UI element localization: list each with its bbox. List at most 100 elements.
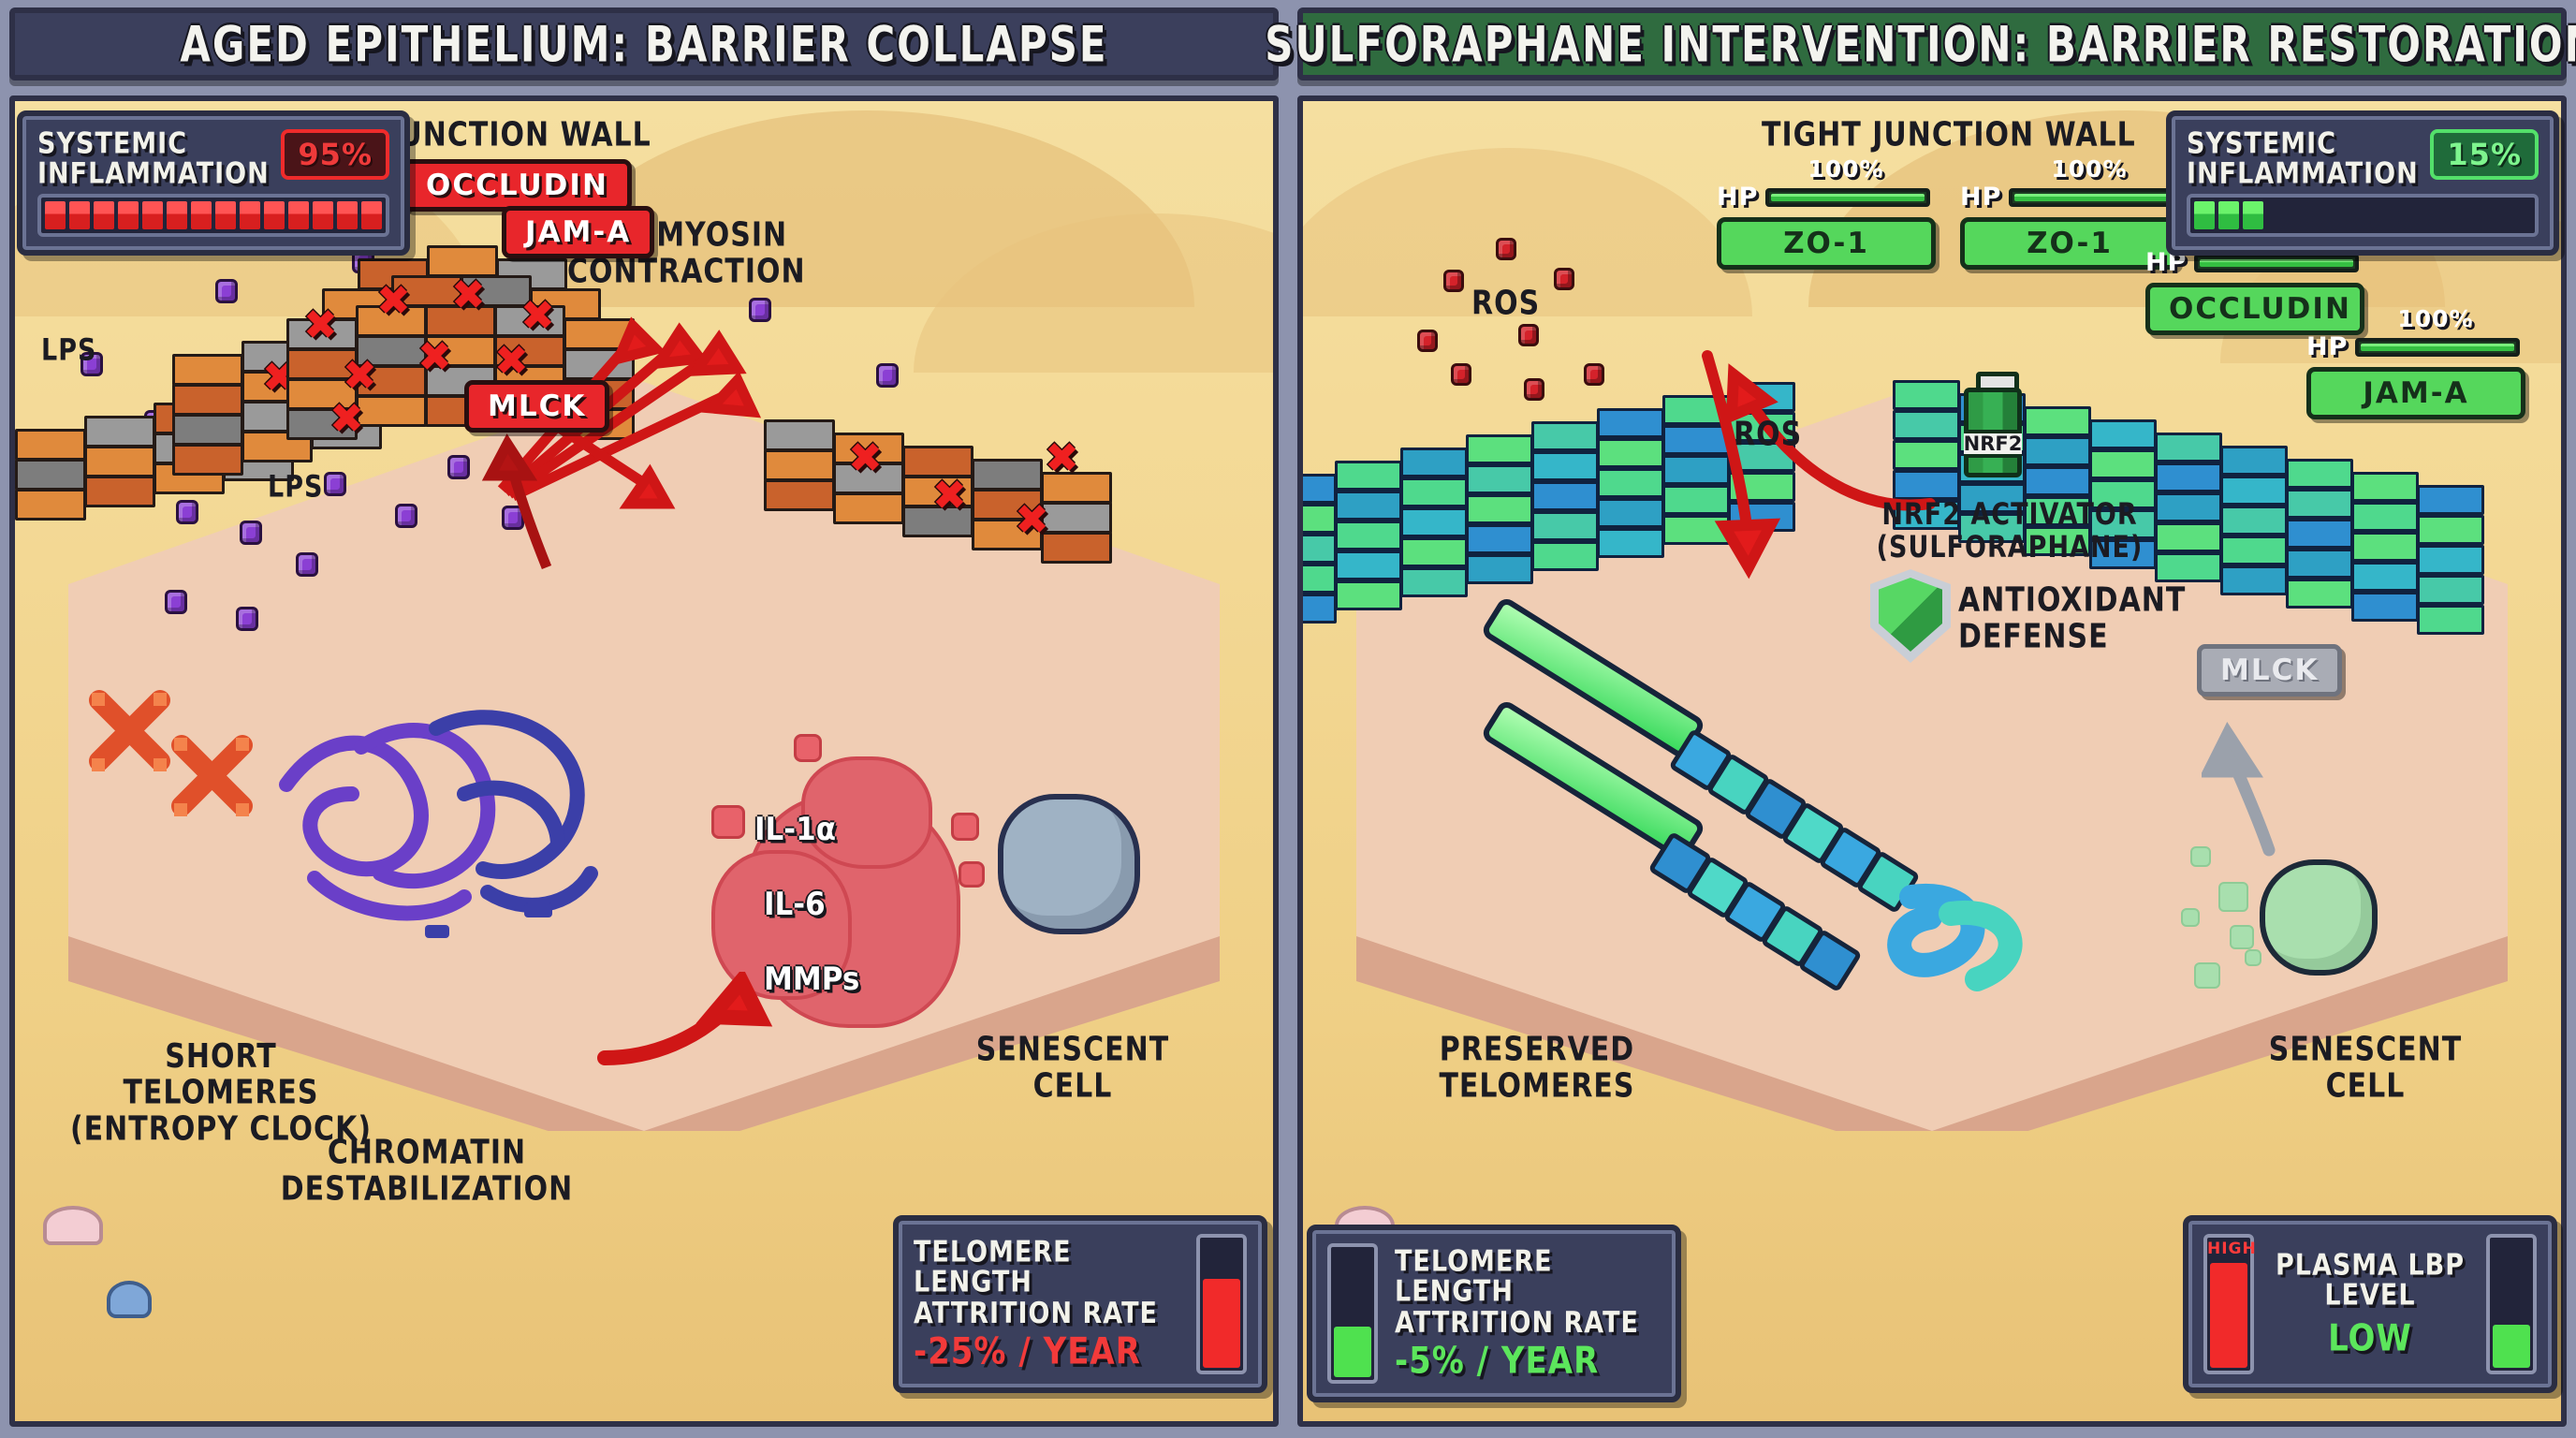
sasp-cytokine-cloud bbox=[801, 756, 932, 869]
sasp-particle bbox=[951, 813, 979, 841]
label-senescent-cell: SENESCENT CELL bbox=[2268, 1030, 2463, 1107]
ros-particle bbox=[1518, 324, 1539, 346]
lps-particle bbox=[176, 500, 198, 524]
damage-x-icon: ✖ bbox=[1045, 434, 1079, 482]
green-spore bbox=[2181, 908, 2200, 927]
hud-title: SYSTEMIC INFLAMMATION bbox=[2187, 126, 2419, 191]
hud-value: LOW bbox=[2328, 1317, 2412, 1361]
hp-group-zo1-right: 100% HP ZO-1 bbox=[1960, 155, 2179, 270]
green-spore bbox=[2230, 925, 2254, 949]
lps-particle bbox=[447, 455, 470, 479]
hud-systemic-inflammation-left[interactable]: SYSTEMIC INFLAMMATION 95% bbox=[17, 110, 410, 256]
ros-particle bbox=[1584, 363, 1604, 386]
label-lps-bottom: LPS bbox=[268, 470, 324, 505]
shell-decor-icon bbox=[107, 1281, 152, 1318]
telomere-gauge bbox=[1196, 1234, 1247, 1374]
label-lps-top: LPS bbox=[41, 333, 97, 368]
hud-telomere-attrition-left[interactable]: TELOMERE LENGTH ATTRITION RATE -25% / YE… bbox=[893, 1215, 1267, 1393]
hp-percent: 100% bbox=[2051, 155, 2128, 183]
protein-tag-zo1[interactable]: ZO-1 bbox=[1717, 217, 1936, 270]
sasp-cytokine-cloud bbox=[711, 850, 852, 1000]
brick-wall-right: ✖ ✖ ✖ ✖ bbox=[764, 382, 1213, 625]
lps-particle bbox=[80, 352, 103, 376]
protein-tag-jama[interactable]: JAM-A bbox=[502, 206, 655, 258]
hud-plasma-lbp[interactable]: HIGH PLASMA LBP LEVEL LOW bbox=[2183, 1215, 2557, 1393]
inflammation-meter-track bbox=[2187, 193, 2539, 237]
hp-percent: 100% bbox=[1808, 155, 1884, 183]
left-panel-titlebar: AGED EPITHELIUM: BARRIER COLLAPSE bbox=[9, 7, 1279, 81]
green-spore bbox=[2245, 949, 2261, 966]
damage-x-icon: ✖ bbox=[329, 395, 364, 443]
ros-particle bbox=[1496, 238, 1516, 260]
ros-particle bbox=[1417, 330, 1438, 352]
lps-particle bbox=[240, 521, 262, 545]
protein-tag-occludin[interactable]: OCCLUDIN bbox=[2145, 283, 2364, 335]
lps-particle bbox=[236, 607, 258, 631]
protein-tag-jama[interactable]: JAM-A bbox=[2306, 367, 2525, 419]
lps-particle bbox=[876, 363, 899, 388]
lps-particle bbox=[749, 298, 771, 322]
green-spore bbox=[2218, 882, 2248, 912]
protein-tag-mlck-inactive[interactable]: MLCK bbox=[2197, 644, 2343, 697]
inflammation-meter-track bbox=[37, 193, 389, 237]
right-panel-titlebar: SULFORAPHANE INTERVENTION: BARRIER RESTO… bbox=[1265, 7, 2576, 81]
lps-particle bbox=[296, 552, 318, 577]
label-antioxidant-defense: ANTIOXIDANT DEFENSE bbox=[1958, 580, 2187, 657]
nrf2-vial-icon: NRF2 bbox=[1964, 372, 2022, 477]
label-preserved-telomeres: PRESERVED TELOMERES bbox=[1439, 1030, 1635, 1107]
lps-particle bbox=[165, 590, 187, 614]
label-tight-junction-wall: TIGHT JUNCTION WALL bbox=[1762, 115, 2136, 155]
green-spore bbox=[2194, 962, 2220, 989]
hp-bar bbox=[2355, 337, 2521, 357]
damage-x-icon: ✖ bbox=[417, 333, 452, 381]
mlck-downstream-arrow bbox=[549, 418, 676, 509]
ros-particle bbox=[1554, 268, 1574, 290]
hp-percent: 100% bbox=[2397, 305, 2474, 332]
damage-x-icon: ✖ bbox=[451, 271, 486, 319]
cytokine-label-il6: IL-6 bbox=[764, 886, 826, 923]
cytokine-label-mmps: MMPs bbox=[764, 961, 860, 998]
vial-label: NRF2 bbox=[1964, 430, 2022, 458]
nrf2-to-wall-arrow bbox=[1725, 363, 1936, 511]
damage-x-icon: ✖ bbox=[932, 472, 967, 520]
senescent-cell-green bbox=[2260, 859, 2378, 976]
sasp-particle bbox=[794, 734, 822, 762]
brick-wall-peak-left: ✖ ✖ ✖ ✖ ✖ ✖ ✖ ✖ bbox=[286, 212, 773, 521]
hud-title: PLASMA LBP LEVEL bbox=[2275, 1248, 2466, 1313]
shell-decor-icon bbox=[43, 1206, 103, 1245]
protein-tag-mlck[interactable]: MLCK bbox=[464, 380, 610, 433]
telomere-gauge bbox=[1327, 1243, 1378, 1384]
damage-x-icon: ✖ bbox=[376, 277, 411, 325]
right-scene: ROS ROS TIGHT JUNCTION WALL 100% HP ZO-1… bbox=[1297, 95, 2567, 1427]
hud-title: TELOMERE LENGTH ATTRITION RATE bbox=[914, 1236, 1158, 1331]
hud-systemic-inflammation-right[interactable]: SYSTEMIC INFLAMMATION 15% bbox=[2166, 110, 2559, 256]
damage-x-icon: ✖ bbox=[494, 337, 529, 385]
hp-label: HP bbox=[2306, 332, 2349, 361]
right-panel-title: SULFORAPHANE INTERVENTION: BARRIER RESTO… bbox=[1265, 15, 2576, 73]
green-spore bbox=[2190, 846, 2211, 867]
lps-particle bbox=[324, 472, 346, 496]
hud-telomere-attrition-right[interactable]: TELOMERE LENGTH ATTRITION RATE -5% / YEA… bbox=[1307, 1225, 1681, 1402]
hp-bar bbox=[1765, 187, 1931, 207]
label-senescent-cell: SENESCENT CELL bbox=[975, 1030, 1170, 1107]
hud-title: SYSTEMIC INFLAMMATION bbox=[37, 126, 270, 191]
left-scene: ✖ bbox=[9, 95, 1279, 1427]
cytokine-label-il1a: IL-1α bbox=[754, 811, 837, 848]
sasp-particle bbox=[711, 805, 745, 839]
protein-tag-occludin[interactable]: OCCLUDIN bbox=[402, 159, 632, 212]
senescent-to-mlck-arrow bbox=[481, 433, 552, 570]
ros-particle bbox=[1524, 378, 1544, 401]
lbp-gauge-high: HIGH bbox=[2203, 1234, 2256, 1374]
label-ros-outside: ROS bbox=[1471, 284, 1541, 324]
hud-percent-value: 95% bbox=[281, 129, 389, 180]
hud-value: -5% / YEAR bbox=[1395, 1339, 1600, 1383]
hud-value: -25% / YEAR bbox=[914, 1329, 1141, 1373]
brick-wall-mid: ✖ bbox=[154, 305, 462, 502]
hp-label: HP bbox=[1960, 183, 2002, 212]
damage-x-icon: ✖ bbox=[303, 301, 338, 349]
label-ros-inside: ROS bbox=[1734, 415, 1803, 455]
hp-label: HP bbox=[1717, 183, 1759, 212]
vial-cap-icon bbox=[1976, 372, 2019, 392]
lps-particle bbox=[215, 279, 238, 303]
green-wall-right-arm bbox=[1893, 380, 2561, 698]
